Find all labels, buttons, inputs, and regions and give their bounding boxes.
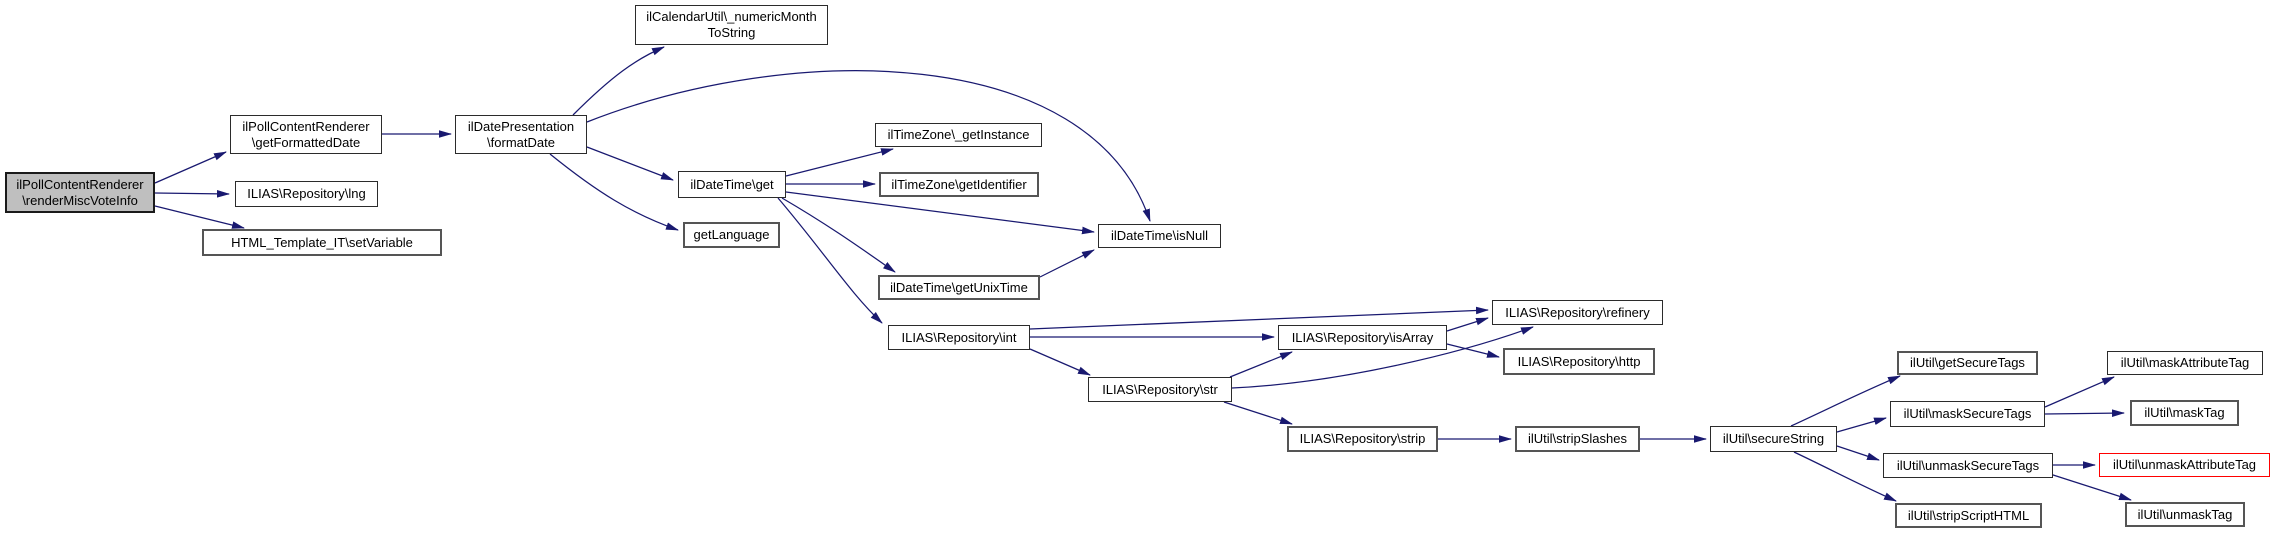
edge-repo-str--repo-strip — [1223, 401, 1293, 425]
node-repo-lng[interactable]: ILIAS\Repository\lng — [235, 181, 378, 207]
node-label: ilUtil\getSecureTags — [1910, 355, 2025, 370]
edge-repo-str--repo-is-array — [1229, 351, 1293, 378]
node-strip-script-html: ilUtil\stripScriptHTML — [1895, 503, 2042, 528]
node-label: ilTimeZone\_getInstance — [887, 127, 1030, 142]
node-repo-str[interactable]: ILIAS\Repository\str — [1088, 377, 1232, 402]
node-timezone-get-identifier: ilTimeZone\getIdentifier — [879, 172, 1039, 197]
edge-render-misc-vote-info--repo-lng — [154, 190, 230, 198]
node-label: ilPollContentRenderer \getFormattedDate — [242, 118, 370, 150]
node-secure-string[interactable]: ilUtil\secureString — [1710, 426, 1837, 452]
node-label: ilDatePresentation \formatDate — [467, 118, 575, 150]
edge-format-date--date-time-get — [586, 146, 674, 181]
edge-secure-string--mask-secure-tags — [1836, 417, 1887, 433]
node-mask-tag: ilUtil\maskTag — [2130, 400, 2239, 426]
node-date-time-is-null[interactable]: ilDateTime\isNull — [1098, 224, 1221, 248]
edge-format-date--date-time-is-null — [586, 70, 1151, 222]
edge-repo-int--repo-str — [1029, 348, 1091, 376]
node-label: ilUtil\unmaskTag — [2137, 506, 2233, 522]
node-label: ILIAS\Repository\int — [901, 329, 1017, 345]
edge-mask-secure-tags--mask-attribute-tag — [2044, 376, 2115, 408]
edge-format-date--get-language — [549, 153, 679, 231]
node-label: ilUtil\stripScriptHTML — [1907, 507, 2030, 523]
edge-repo-is-array--repo-http — [1446, 343, 1500, 358]
edge-render-misc-vote-info--get-formatted-date — [154, 151, 227, 184]
edge-mask-secure-tags--mask-tag — [2044, 409, 2125, 417]
node-repo-refinery[interactable]: ILIAS\Repository\refinery — [1492, 300, 1663, 325]
edge-get-unix-time--date-time-is-null — [1039, 249, 1095, 278]
node-format-date[interactable]: ilDatePresentation \formatDate — [455, 115, 587, 154]
node-label: ilUtil\stripSlashes — [1528, 431, 1627, 446]
edge-date-time-get--repo-int — [777, 197, 883, 324]
node-label: ilDateTime\get — [690, 176, 774, 192]
edge-secure-string--strip-script-html — [1793, 451, 1897, 502]
edge-secure-string--unmask-secure-tags — [1836, 445, 1880, 461]
node-unmask-tag: ilUtil\unmaskTag — [2125, 502, 2245, 527]
node-render-misc-vote-info: ilPollContentRenderer \renderMiscVoteInf… — [5, 172, 155, 213]
edge-repo-str--repo-refinery — [1231, 326, 1534, 389]
node-label: ilUtil\unmaskAttributeTag — [2112, 457, 2257, 472]
node-label: HTML_Template_IT\setVariable — [231, 234, 413, 250]
node-label: ILIAS\Repository\refinery — [1505, 304, 1650, 320]
node-label: ilDateTime\getUnixTime — [890, 279, 1028, 295]
node-numeric-month-to-string[interactable]: ilCalendarUtil\_numericMonth ToString — [635, 5, 828, 45]
edge-repo-is-array--repo-refinery — [1446, 317, 1489, 332]
node-repo-strip: ILIAS\Repository\strip — [1287, 426, 1438, 452]
node-label: ilUtil\maskSecureTags — [1903, 406, 2032, 421]
node-unmask-attribute-tag[interactable]: ilUtil\unmaskAttributeTag — [2099, 453, 2270, 477]
node-strip-slashes: ilUtil\stripSlashes — [1515, 426, 1640, 452]
edge-date-time-get--timezone-get-instance — [785, 148, 894, 177]
node-label: ilDateTime\isNull — [1110, 228, 1209, 243]
node-label: ilUtil\secureString — [1722, 431, 1825, 446]
node-get-language: getLanguage — [683, 222, 780, 248]
node-label: ilTimeZone\getIdentifier — [891, 176, 1027, 192]
node-repo-is-array[interactable]: ILIAS\Repository\isArray — [1278, 325, 1447, 350]
edge-render-misc-vote-info--set-variable — [154, 205, 245, 229]
node-get-secure-tags: ilUtil\getSecureTags — [1897, 351, 2038, 375]
node-repo-http: ILIAS\Repository\http — [1503, 348, 1655, 375]
edge-repo-int--repo-refinery — [1029, 306, 1489, 330]
node-label: ilUtil\unmaskSecureTags — [1896, 457, 2040, 473]
edge-format-date--numeric-month-to-string — [572, 46, 665, 116]
node-label: ilUtil\maskAttributeTag — [2120, 355, 2250, 370]
node-label: ilUtil\maskTag — [2144, 405, 2225, 420]
node-label: ILIAS\Repository\isArray — [1291, 329, 1434, 345]
node-timezone-get-instance[interactable]: ilTimeZone\_getInstance — [875, 123, 1042, 147]
edge-unmask-secure-tags--unmask-tag — [2049, 473, 2132, 501]
node-label: ILIAS\Repository\str — [1102, 381, 1218, 397]
edge-date-time-get--date-time-is-null — [785, 191, 1095, 235]
node-date-time-get[interactable]: ilDateTime\get — [678, 171, 786, 198]
node-set-variable: HTML_Template_IT\setVariable — [202, 229, 442, 256]
node-unmask-secure-tags[interactable]: ilUtil\unmaskSecureTags — [1883, 453, 2053, 478]
node-label: getLanguage — [693, 227, 770, 242]
node-get-unix-time: ilDateTime\getUnixTime — [878, 275, 1040, 300]
node-get-formatted-date[interactable]: ilPollContentRenderer \getFormattedDate — [230, 115, 382, 154]
node-label: ILIAS\Repository\strip — [1299, 431, 1426, 446]
node-label: ILIAS\Repository\lng — [247, 186, 366, 201]
node-label: ilCalendarUtil\_numericMonth ToString — [646, 9, 817, 40]
node-mask-attribute-tag[interactable]: ilUtil\maskAttributeTag — [2107, 351, 2263, 375]
edge-secure-string--get-secure-tags — [1790, 375, 1901, 427]
node-repo-int[interactable]: ILIAS\Repository\int — [888, 325, 1030, 350]
node-label: ilPollContentRenderer \renderMiscVoteInf… — [16, 176, 144, 208]
node-mask-secure-tags[interactable]: ilUtil\maskSecureTags — [1890, 401, 2045, 427]
node-label: ILIAS\Repository\http — [1517, 353, 1641, 369]
edge-date-time-get--get-unix-time — [781, 197, 896, 273]
